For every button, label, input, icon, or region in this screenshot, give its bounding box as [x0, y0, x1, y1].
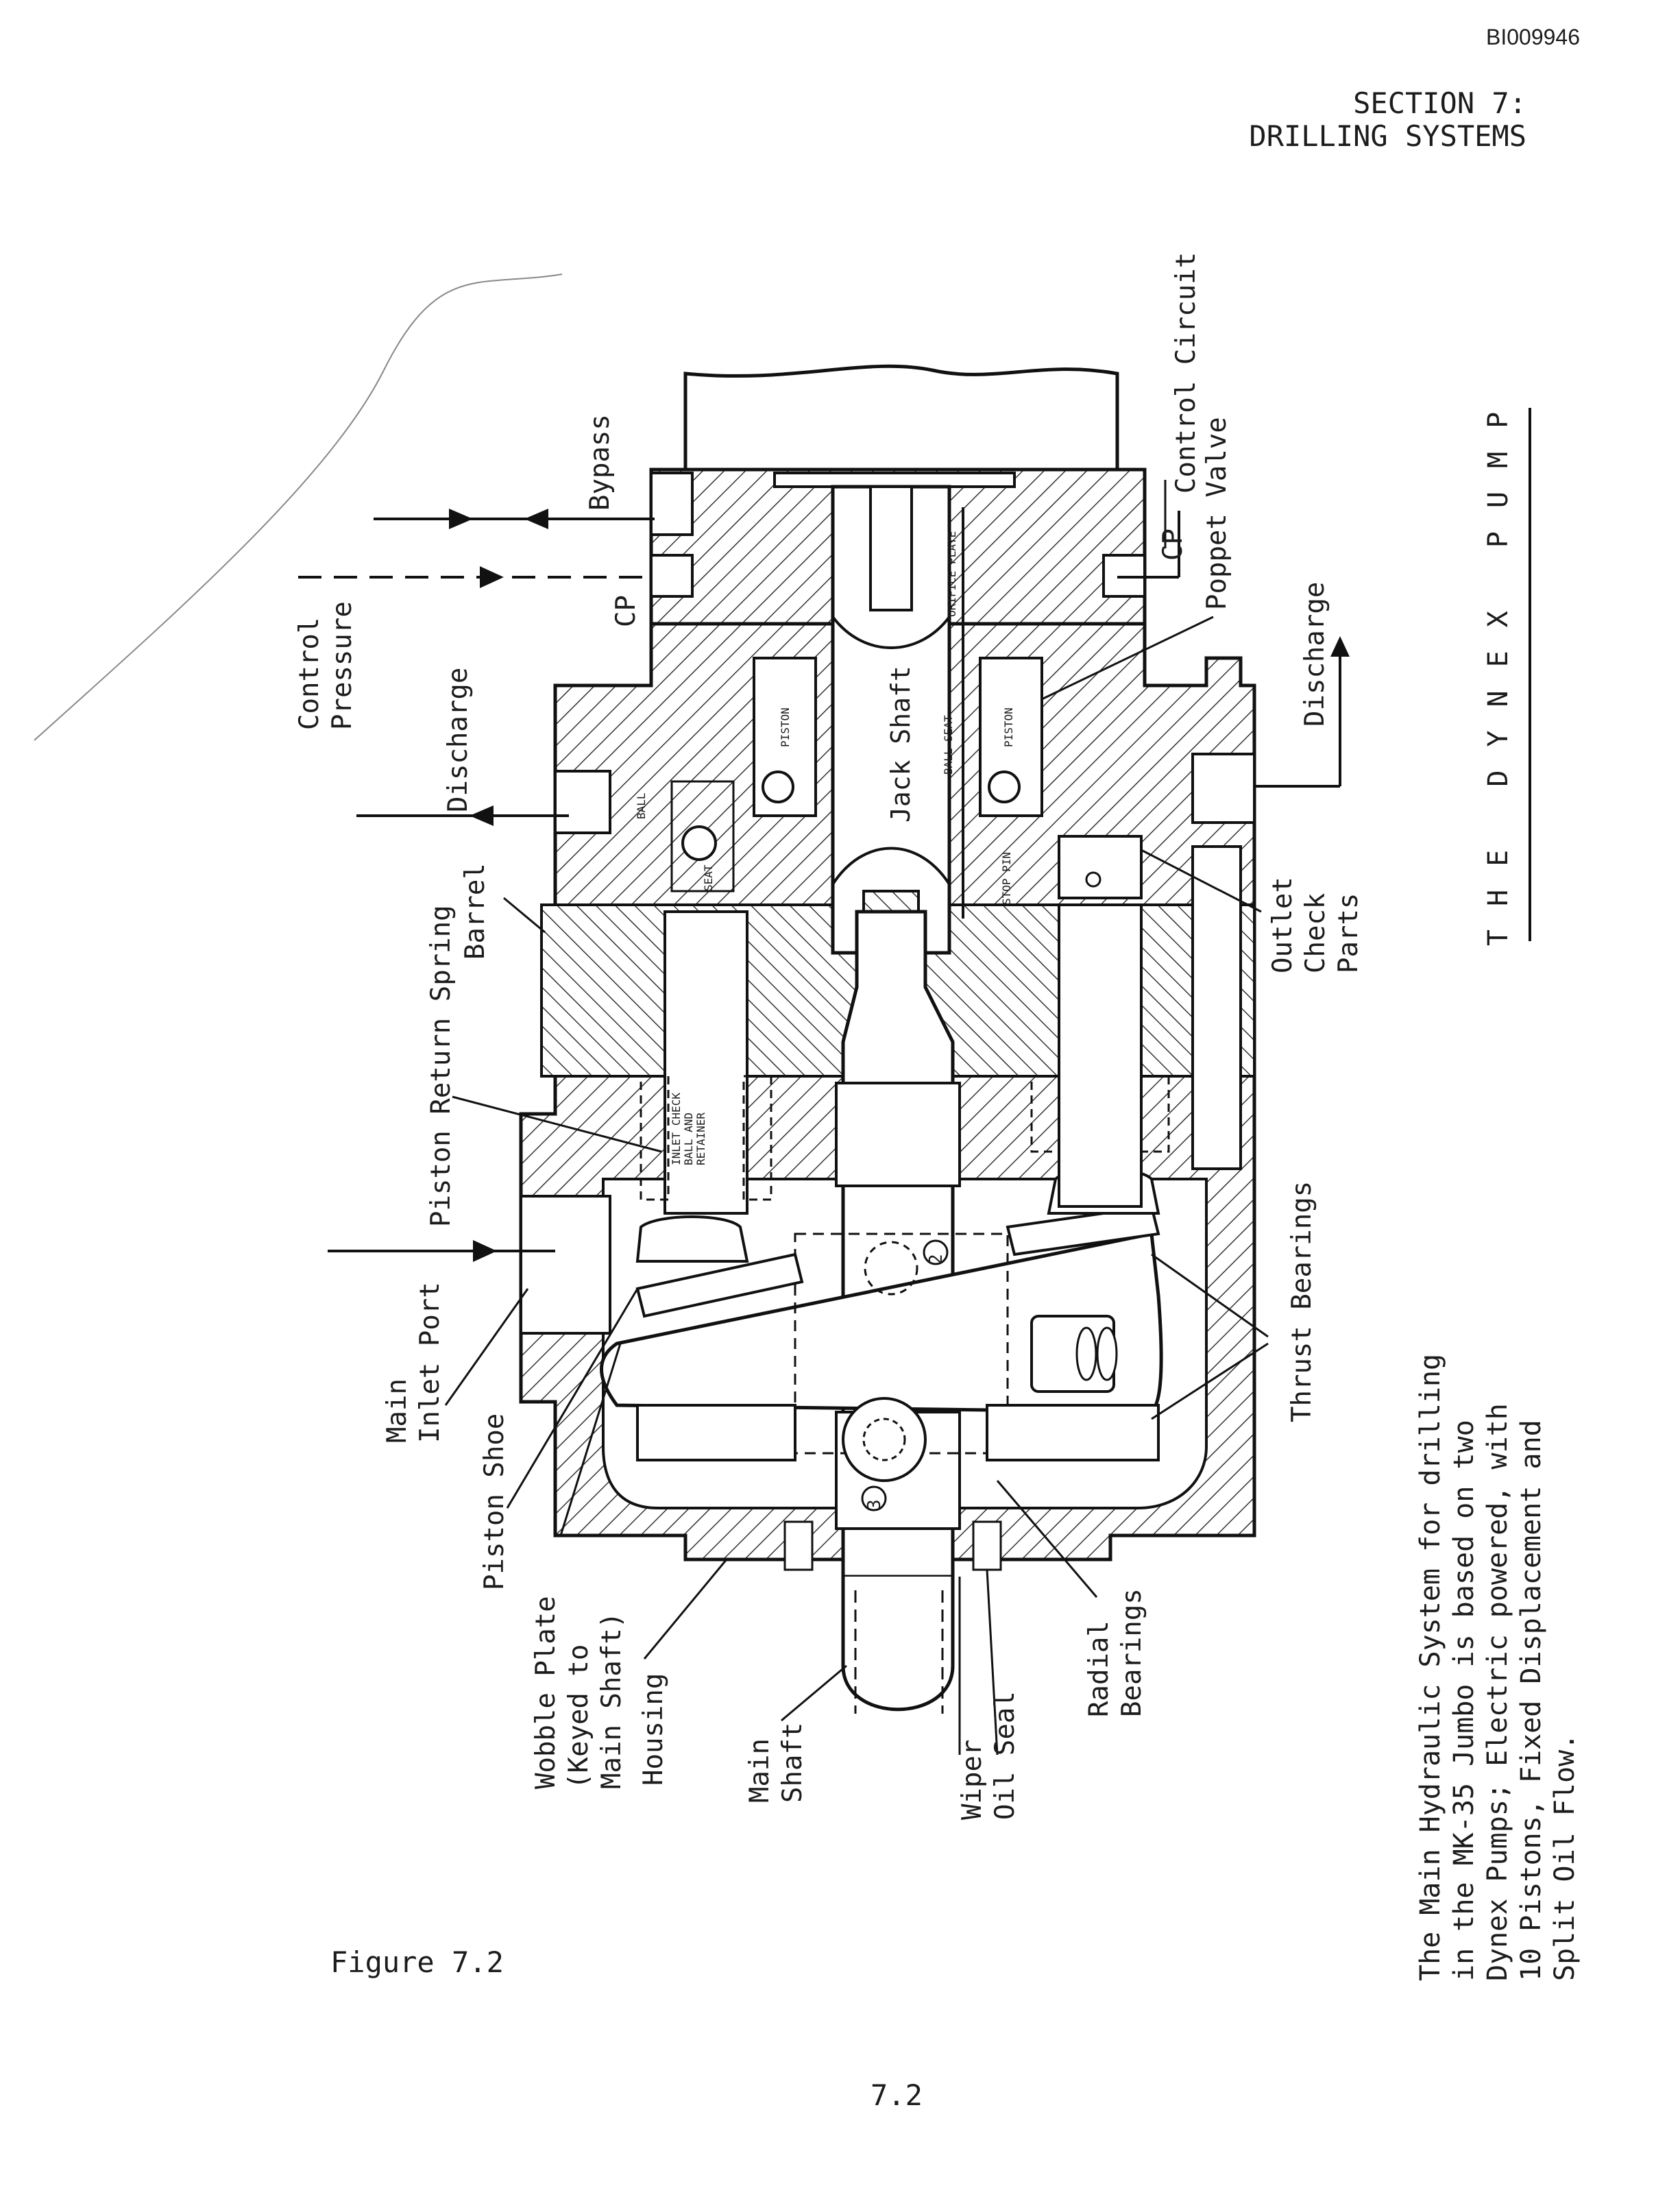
gear-circle — [842, 1397, 927, 1482]
inlet-check-ball — [681, 825, 717, 861]
inlet-port-opening — [520, 1195, 611, 1335]
figure-label: Figure 7.2 — [330, 1945, 504, 1979]
page-number: 7.2 — [871, 2078, 923, 2112]
piston-right — [1058, 903, 1143, 1208]
piston-shoe-left — [635, 1215, 749, 1263]
document-id: BI009946 — [1486, 25, 1581, 49]
leader-lines — [444, 480, 1269, 1756]
flow-arrows — [298, 509, 1350, 1262]
piston-left — [664, 910, 748, 1215]
bypass-channel — [1191, 845, 1242, 1170]
background-curve — [34, 274, 563, 741]
discharge-port-right — [1191, 753, 1256, 824]
section-title: DRILLING SYSTEMS — [1249, 119, 1526, 153]
thrust-bearing-lower — [636, 1404, 1160, 1461]
discharge-port-left — [554, 770, 611, 834]
shaft-output-end — [841, 1577, 955, 1712]
figure-caption: The Main Hydraulic System for drilling i… — [1415, 1353, 1581, 1981]
motor-stub — [683, 364, 1119, 475]
section-number: SECTION 7: — [1353, 86, 1526, 120]
outlet-check-part — [1058, 835, 1143, 899]
